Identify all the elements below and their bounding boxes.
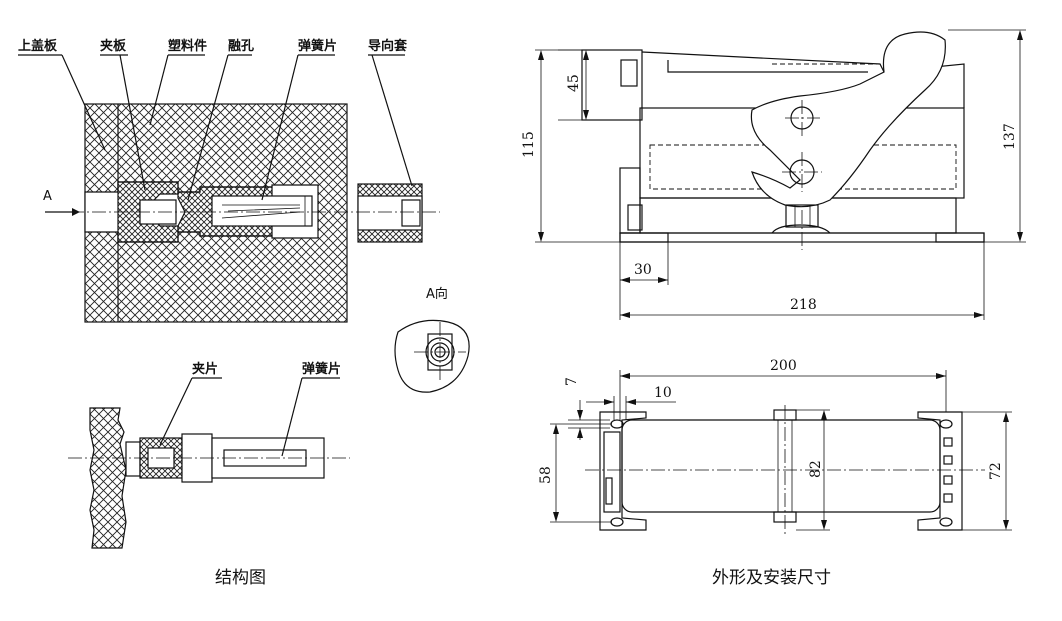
dim-72: 72 (988, 462, 1004, 480)
dim-10: 10 (654, 385, 672, 401)
caption-structure: 结构图 (215, 568, 266, 588)
dim-218: 218 (790, 297, 817, 313)
label-top-cover: 上盖板 (18, 38, 58, 54)
dim-200: 200 (770, 358, 797, 374)
caption-dimensions: 外形及安装尺寸 (712, 568, 831, 588)
a-direction-view: A向 (394, 286, 470, 393)
right-bracket (917, 411, 963, 531)
label-clamp-plate: 夹板 (100, 38, 127, 54)
label-guide-sleeve: 导向套 (368, 38, 408, 54)
dim-115: 115 (521, 131, 537, 158)
top-plan-view: 200 10 7 58 82 72 (538, 358, 1012, 535)
dim-30: 30 (634, 262, 652, 278)
dim-7: 7 (564, 377, 580, 386)
front-elevation-view: 45 115 137 30 218 (521, 29, 1026, 320)
wall-section (89, 407, 127, 549)
label-fuse-hole: 融孔 (228, 38, 254, 54)
arrow-a-label: A (43, 189, 52, 204)
dim-45: 45 (566, 74, 582, 92)
structure-section-view: A 上盖板 夹板 塑料件 融孔 弹簧片 导向套 (18, 38, 440, 323)
dim-82: 82 (808, 460, 824, 478)
dim-58: 58 (538, 466, 554, 484)
left-bracket (599, 411, 647, 531)
dim-137: 137 (1002, 123, 1018, 150)
top-body (621, 419, 941, 513)
label-spring-leaf: 弹簧片 (298, 38, 337, 54)
label-clip: 夹片 (192, 361, 218, 377)
hook-lever (750, 31, 946, 208)
clip-detail-view: 夹片 弹簧片 (68, 361, 350, 549)
a-view-label: A向 (426, 286, 448, 302)
a-view-outline (394, 319, 470, 393)
label-plastic-part: 塑料件 (168, 38, 207, 54)
label-spring-leaf-lower: 弹簧片 (302, 361, 341, 377)
